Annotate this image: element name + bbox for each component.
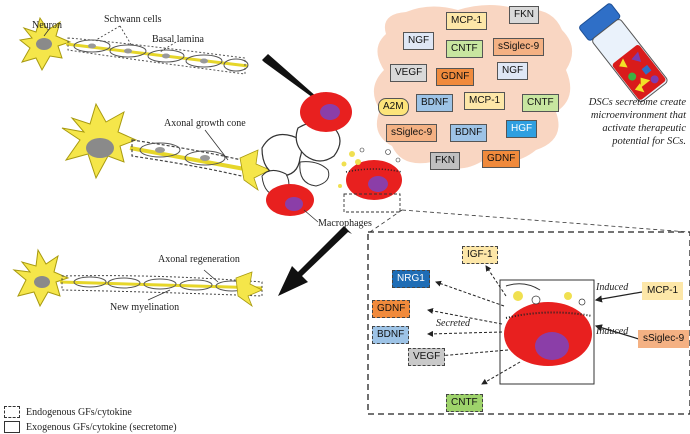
secretome-ngf-box: NGF <box>403 32 435 50</box>
inset-frame <box>367 231 690 415</box>
inset-cntf-box: CNTF <box>446 394 483 412</box>
legend-solid-swatch <box>4 421 20 433</box>
inset-macrophage <box>499 279 595 385</box>
legend-endogenous-label: Endogenous GFs/cytokine <box>26 406 132 418</box>
inset-nrg1-box: NRG1 <box>392 270 430 288</box>
legend-exogenous: Exogenous GFs/cytokine (secretome) <box>4 421 177 433</box>
legend-endogenous: Endogenous GFs/cytokine <box>4 406 132 418</box>
secretome-hgf-box: HGF <box>506 120 538 138</box>
secretome-gdnf-box: GDNF <box>436 68 475 86</box>
bottom-neuron <box>12 248 263 308</box>
secretome-fkn-box: FKN <box>509 6 539 24</box>
inset-gdnf-box: GDNF <box>372 300 411 318</box>
schwann-cells-label: Schwann cells <box>104 14 162 25</box>
secretome-bdnf-box: BDNF <box>416 94 454 112</box>
induced-label-ssiglec9: Induced <box>596 326 629 337</box>
secretome-ssiglec9-box: sSiglec-9 <box>493 38 545 56</box>
legend-dashed-swatch <box>4 406 20 418</box>
axonal-regeneration-label: Axonal regeneration <box>158 254 240 265</box>
neuron-label: Neuron <box>32 20 62 31</box>
secretome-a2m-box: A2M <box>378 98 409 116</box>
secretome-cntf2-box: CNTF <box>522 94 559 112</box>
secretome-mcp1-2-box: MCP-1 <box>464 92 506 110</box>
secreted-label: Secreted <box>436 318 471 329</box>
middle-neuron <box>61 92 403 223</box>
inset-vegf-box: VEGF <box>408 348 446 366</box>
secretome-cntf-box: CNTF <box>446 40 483 58</box>
macrophages-label: Macrophages <box>318 218 372 229</box>
secretome-mcp1-box: MCP-1 <box>446 12 488 30</box>
secretome-gdnf2-box: GDNF <box>482 150 521 168</box>
axonal-growth-cone-label: Axonal growth cone <box>164 118 246 129</box>
secretome-vegf-box: VEGF <box>390 64 428 82</box>
new-myelination-label: New myelination <box>110 302 180 313</box>
basal-lamina-label: Basal lamina <box>152 34 204 45</box>
dsc-secretome-note: DSCs secretome create microenvironment t… <box>588 97 686 147</box>
inset-ssiglec9-inducer-box: sSiglec-9 <box>638 330 690 348</box>
secretome-ssiglec9-2-box: sSiglec-9 <box>386 124 438 142</box>
induced-label-mcp1: Induced <box>596 282 629 293</box>
secretome-ngf2-box: NGF <box>497 62 529 80</box>
inset-bdnf-box: BDNF <box>372 326 410 344</box>
secretome-fkn2-box: FKN <box>430 152 460 170</box>
top-neuron <box>18 16 249 75</box>
vial-illustration <box>579 3 668 103</box>
arrow-regeneration <box>278 226 352 296</box>
inset-igf1-box: IGF-1 <box>462 246 498 264</box>
legend-exogenous-label: Exogenous GFs/cytokine (secretome) <box>26 421 177 433</box>
inset-mcp1-inducer-box: MCP-1 <box>642 282 684 300</box>
secretome-bdnf2-box: BDNF <box>450 124 488 142</box>
